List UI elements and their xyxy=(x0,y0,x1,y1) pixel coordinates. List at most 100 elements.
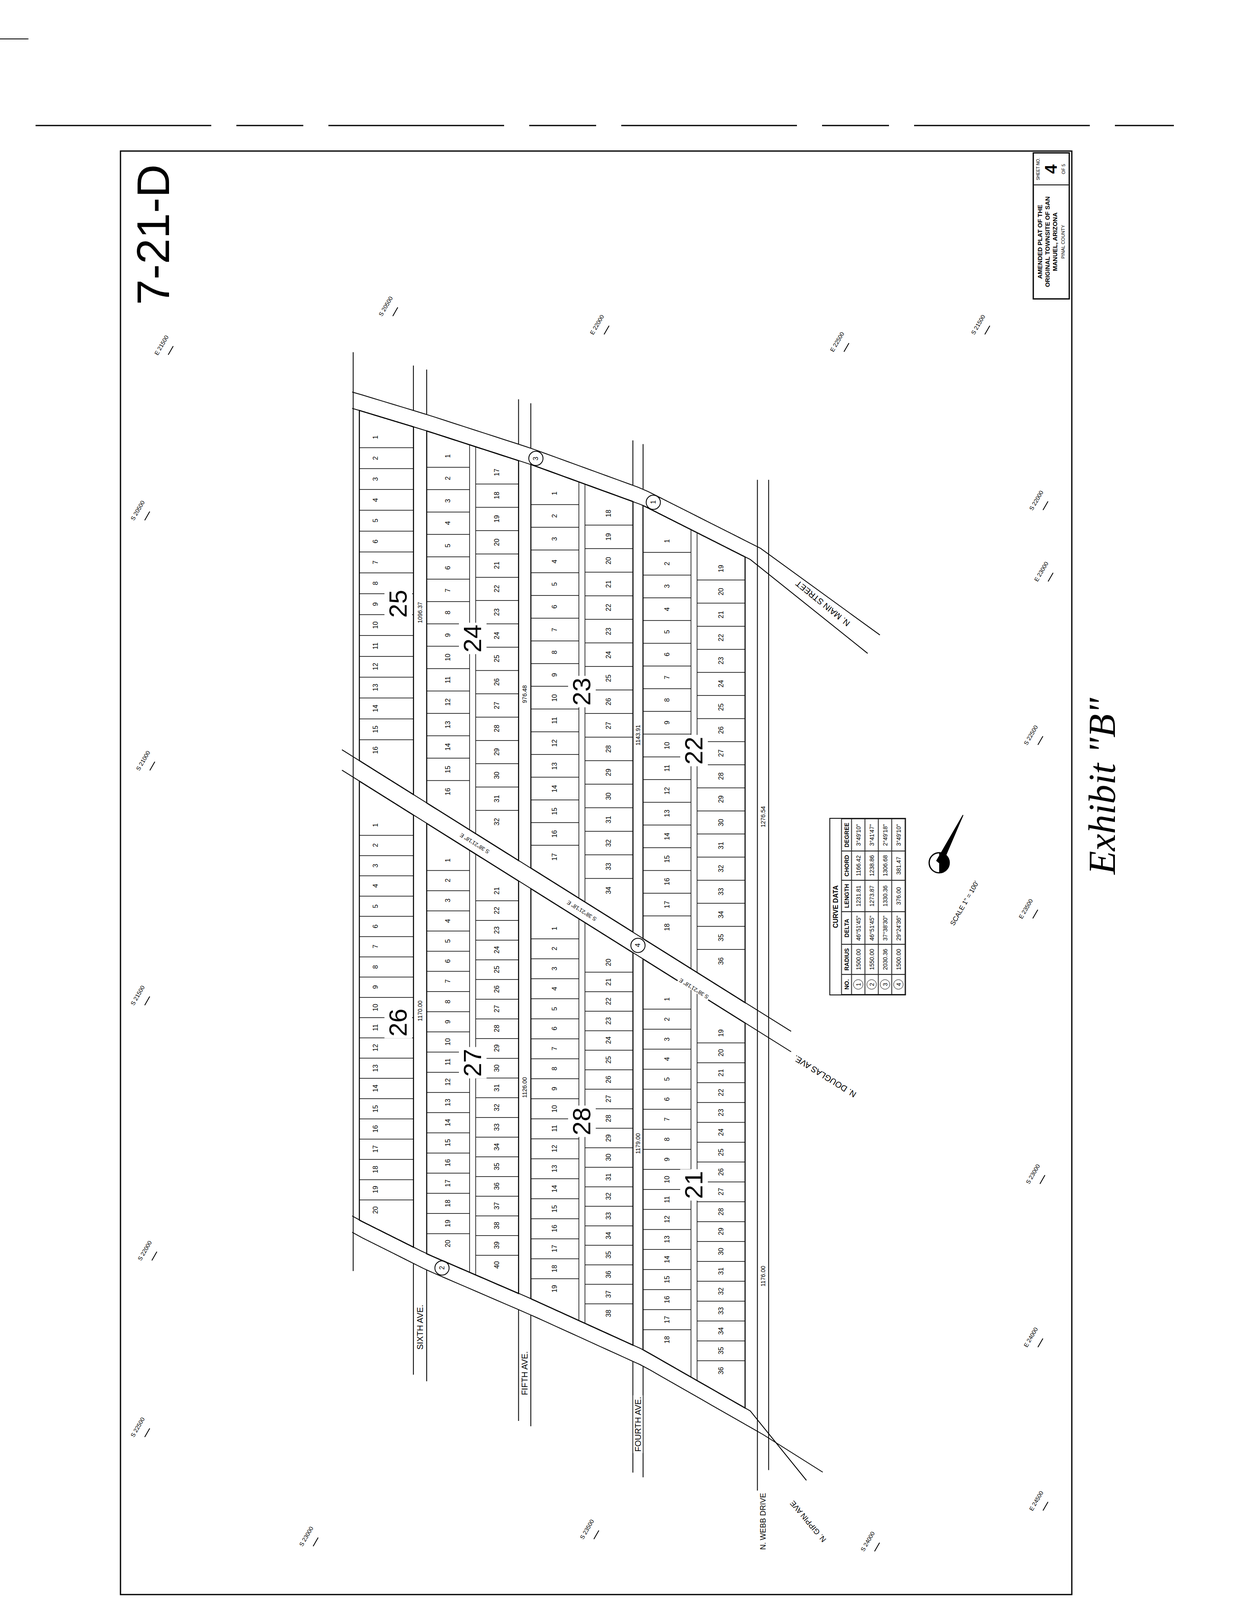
lot-number: 15 xyxy=(550,806,559,817)
lot-line xyxy=(475,900,519,902)
lot-line xyxy=(359,875,414,877)
lot-line xyxy=(475,809,519,811)
block-outline xyxy=(642,958,746,1408)
lot-number: 12 xyxy=(663,1214,671,1225)
lot-number: 33 xyxy=(604,861,613,872)
grid-tick xyxy=(1042,501,1048,510)
lot-number: 23 xyxy=(717,655,725,666)
lot-line xyxy=(475,763,519,764)
lot-line xyxy=(426,668,470,669)
lot-line xyxy=(475,506,519,508)
lot-number: 25 xyxy=(717,701,725,713)
lot-number: 32 xyxy=(717,863,725,874)
lot-line xyxy=(530,572,579,574)
lot-line xyxy=(426,890,470,892)
county-text: PINAL COUNTY xyxy=(1060,189,1067,295)
lot-number: 5 xyxy=(444,542,452,549)
table-cell: 1231.81 xyxy=(855,885,862,907)
lot-number: 30 xyxy=(717,1246,725,1257)
grid-coordinate: S 21500 xyxy=(128,983,147,1008)
lot-line xyxy=(359,655,414,657)
block-number: 24 xyxy=(458,622,487,655)
road-line xyxy=(352,1232,823,1472)
road-line xyxy=(426,369,428,415)
lot-number: 31 xyxy=(604,814,613,825)
lot-number: 2 xyxy=(663,560,671,567)
grid-tick xyxy=(144,1428,150,1438)
lot-line xyxy=(584,1205,633,1207)
bearing: S 38°21'18" E xyxy=(457,830,492,856)
table-cell-box: 29°24'36" xyxy=(891,911,906,945)
lot-number: 29 xyxy=(717,1226,725,1237)
lot-number: 34 xyxy=(604,885,613,896)
lot-number: 24 xyxy=(604,649,613,660)
lot-number: 26 xyxy=(604,1074,613,1085)
grid-tick xyxy=(144,996,150,1006)
lot-number: 1 xyxy=(550,490,559,497)
lot-number: 1 xyxy=(663,995,671,1002)
lot-line xyxy=(359,489,414,490)
dimension: 1143.91 xyxy=(634,723,642,747)
lot-number: 12 xyxy=(371,1042,380,1053)
table-cell: LENGTH xyxy=(843,883,851,908)
road-line xyxy=(352,391,880,636)
lot-line xyxy=(426,1192,470,1194)
callout-circle xyxy=(528,451,544,466)
lot-number: 34 xyxy=(604,1230,613,1241)
table-cell: 1306.68 xyxy=(881,854,889,877)
grid-tick xyxy=(168,345,174,355)
lot-number: 21 xyxy=(717,609,725,620)
lot-number: 20 xyxy=(604,555,613,566)
lot-number: 36 xyxy=(717,1365,725,1376)
table-title: CURVE DATA xyxy=(830,818,842,995)
lot-line xyxy=(426,735,470,737)
table-cell-box: 37°38'30" xyxy=(878,911,892,945)
lot-number: 11 xyxy=(371,640,380,651)
lot-number: 11 xyxy=(663,1194,671,1205)
lot-number: 15 xyxy=(444,1137,452,1148)
lot-line xyxy=(697,694,746,696)
lot-line xyxy=(584,878,633,879)
lot-line xyxy=(697,717,746,719)
lot-line xyxy=(584,571,633,573)
road-line xyxy=(412,1263,414,1375)
grid-coordinate: E 24500 xyxy=(1027,1488,1046,1513)
lot-number: 28 xyxy=(604,743,613,754)
block-outline xyxy=(359,781,414,1248)
lot-line xyxy=(359,1158,414,1160)
lot-number: 2 xyxy=(371,454,380,462)
lot-line xyxy=(426,1011,470,1012)
lot-number: 18 xyxy=(663,1334,671,1345)
block-parcel: 22 xyxy=(641,503,747,1005)
lot-line xyxy=(642,1309,692,1310)
lot-number: 5 xyxy=(444,937,452,944)
lot-number: 3 xyxy=(444,897,452,904)
lot-line xyxy=(475,483,519,485)
grid-tick xyxy=(843,343,849,352)
street-name: N. MAIN STREET xyxy=(792,577,853,629)
grid-coordinate: S 22500 xyxy=(128,1414,147,1440)
table-cell: 1550.00 xyxy=(868,948,876,970)
lot-number: 21 xyxy=(604,578,613,590)
block-number: 27 xyxy=(458,1047,487,1079)
lot-line xyxy=(426,1111,470,1113)
grid-coordinate: E 21500 xyxy=(152,333,171,358)
lot-line xyxy=(697,648,746,650)
lot-line xyxy=(584,830,633,832)
lot-number: 32 xyxy=(604,1191,613,1202)
lot-line xyxy=(530,504,579,505)
block-outline xyxy=(359,410,414,795)
grid-coordinate: S 24000 xyxy=(858,1529,877,1554)
table-cell: 1500.00 xyxy=(895,948,902,970)
lot-number: 4 xyxy=(444,917,452,924)
title-main: AMENDED PLAT OF THE ORIGINAL TOWNSITE OF… xyxy=(1034,185,1069,299)
lot-line xyxy=(530,1157,579,1159)
lot-number: 27 xyxy=(604,1093,613,1104)
road-line xyxy=(530,403,532,449)
sheet-number: 4 xyxy=(1041,157,1062,181)
lot-number: 35 xyxy=(717,1345,725,1356)
dimension: 976.48 xyxy=(521,683,528,705)
table-cell-box: 2°49'18" xyxy=(878,818,892,851)
grid-tick xyxy=(1047,572,1053,582)
lot-number: 29 xyxy=(604,1132,613,1143)
